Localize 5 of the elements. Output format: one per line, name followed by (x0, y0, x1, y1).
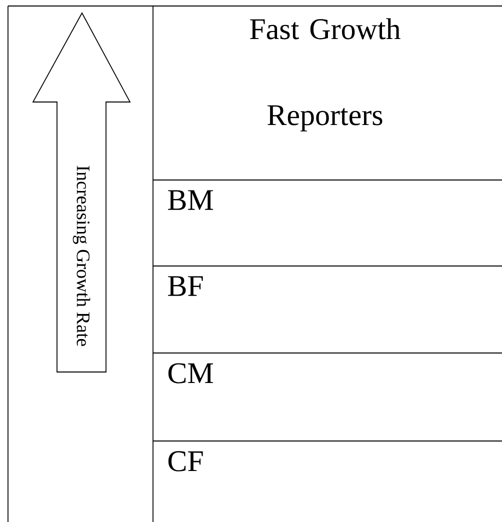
table-cell: BF (168, 276, 203, 296)
header-cell: Fast Growth Reporters (250, 18, 400, 132)
table-cell: CM (168, 363, 213, 384)
table-cell: CF (168, 451, 203, 472)
table-cell: BM (168, 190, 213, 210)
